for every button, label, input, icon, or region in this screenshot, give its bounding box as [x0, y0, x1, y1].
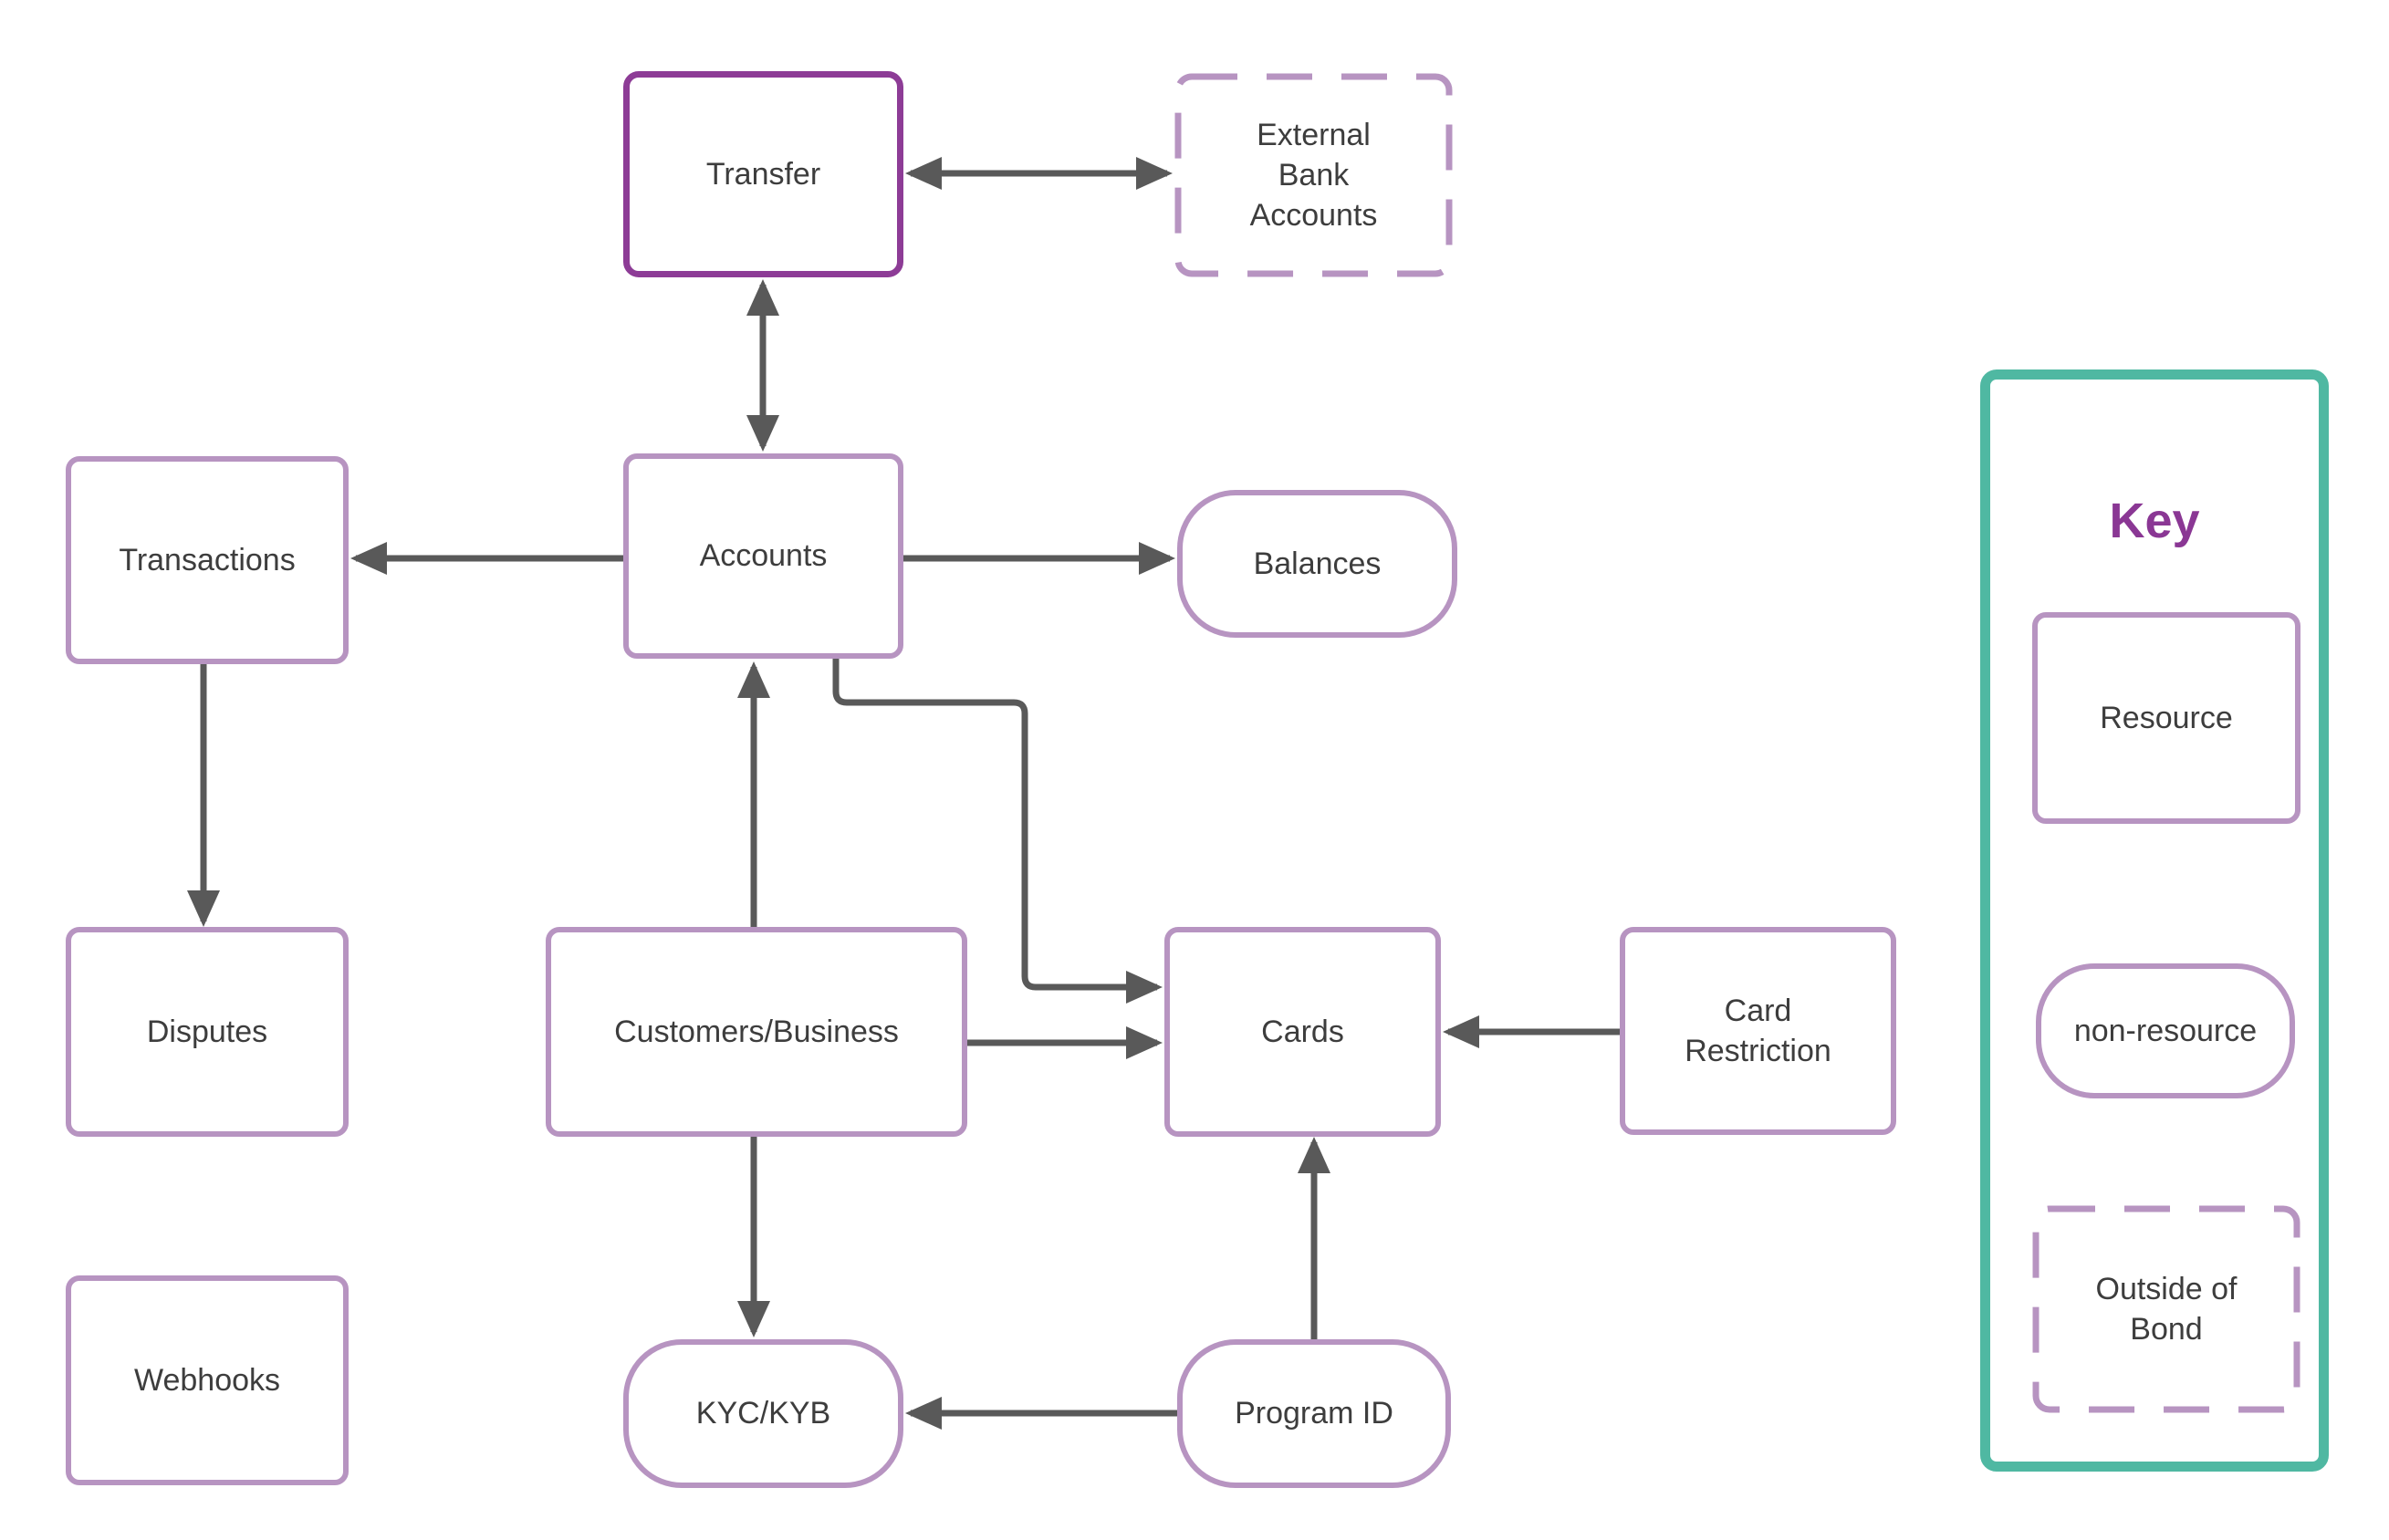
node-customers-business: Customers/Business [546, 927, 967, 1137]
key-item-non-resource: non-resource [2036, 963, 2295, 1098]
key-item-non-resource-label: non-resource [2073, 1013, 2258, 1048]
node-kyc-kyb-label: KYC/KYB [695, 1396, 831, 1431]
node-external-bank-accounts-label: External Bank Accounts [1249, 117, 1378, 234]
node-transactions: Transactions [66, 456, 349, 664]
node-balances: Balances [1177, 490, 1457, 638]
node-webhooks-label: Webhooks [133, 1362, 281, 1398]
node-program-id: Program ID [1177, 1339, 1451, 1488]
node-transfer-label: Transfer [705, 156, 821, 192]
node-program-id-label: Program ID [1235, 1396, 1393, 1431]
key-panel: Key Resource non-resource Outside of Bon… [1980, 369, 2329, 1472]
key-item-resource: Resource [2032, 612, 2300, 824]
node-customers-business-label: Customers/Business [614, 1014, 899, 1049]
key-item-resource-label: Resource [2100, 700, 2233, 735]
node-accounts: Accounts [623, 453, 903, 659]
node-card-restriction-label: Card Restriction [1685, 993, 1831, 1068]
node-external-bank-accounts: External Bank Accounts [1174, 73, 1453, 277]
node-kyc-kyb: KYC/KYB [623, 1339, 903, 1488]
key-item-outside-of-bond-label: Outside of Bond [2095, 1271, 2238, 1347]
node-transfer: Transfer [623, 71, 903, 277]
edge-accounts-cards-elbow [832, 659, 1163, 1004]
key-item-outside-of-bond: Outside of Bond [2032, 1205, 2300, 1413]
key-title: Key [2109, 494, 2200, 548]
node-accounts-label: Accounts [699, 538, 828, 574]
node-cards: Cards [1164, 927, 1441, 1137]
node-webhooks: Webhooks [66, 1275, 349, 1485]
node-card-restriction: Card Restriction [1620, 927, 1896, 1135]
node-disputes: Disputes [66, 927, 349, 1137]
node-disputes-label: Disputes [146, 1014, 268, 1049]
node-transactions-label: Transactions [119, 542, 296, 578]
dashed-border [2032, 1205, 2300, 1413]
node-cards-label: Cards [1261, 1014, 1344, 1049]
node-balances-label: Balances [1253, 546, 1382, 581]
